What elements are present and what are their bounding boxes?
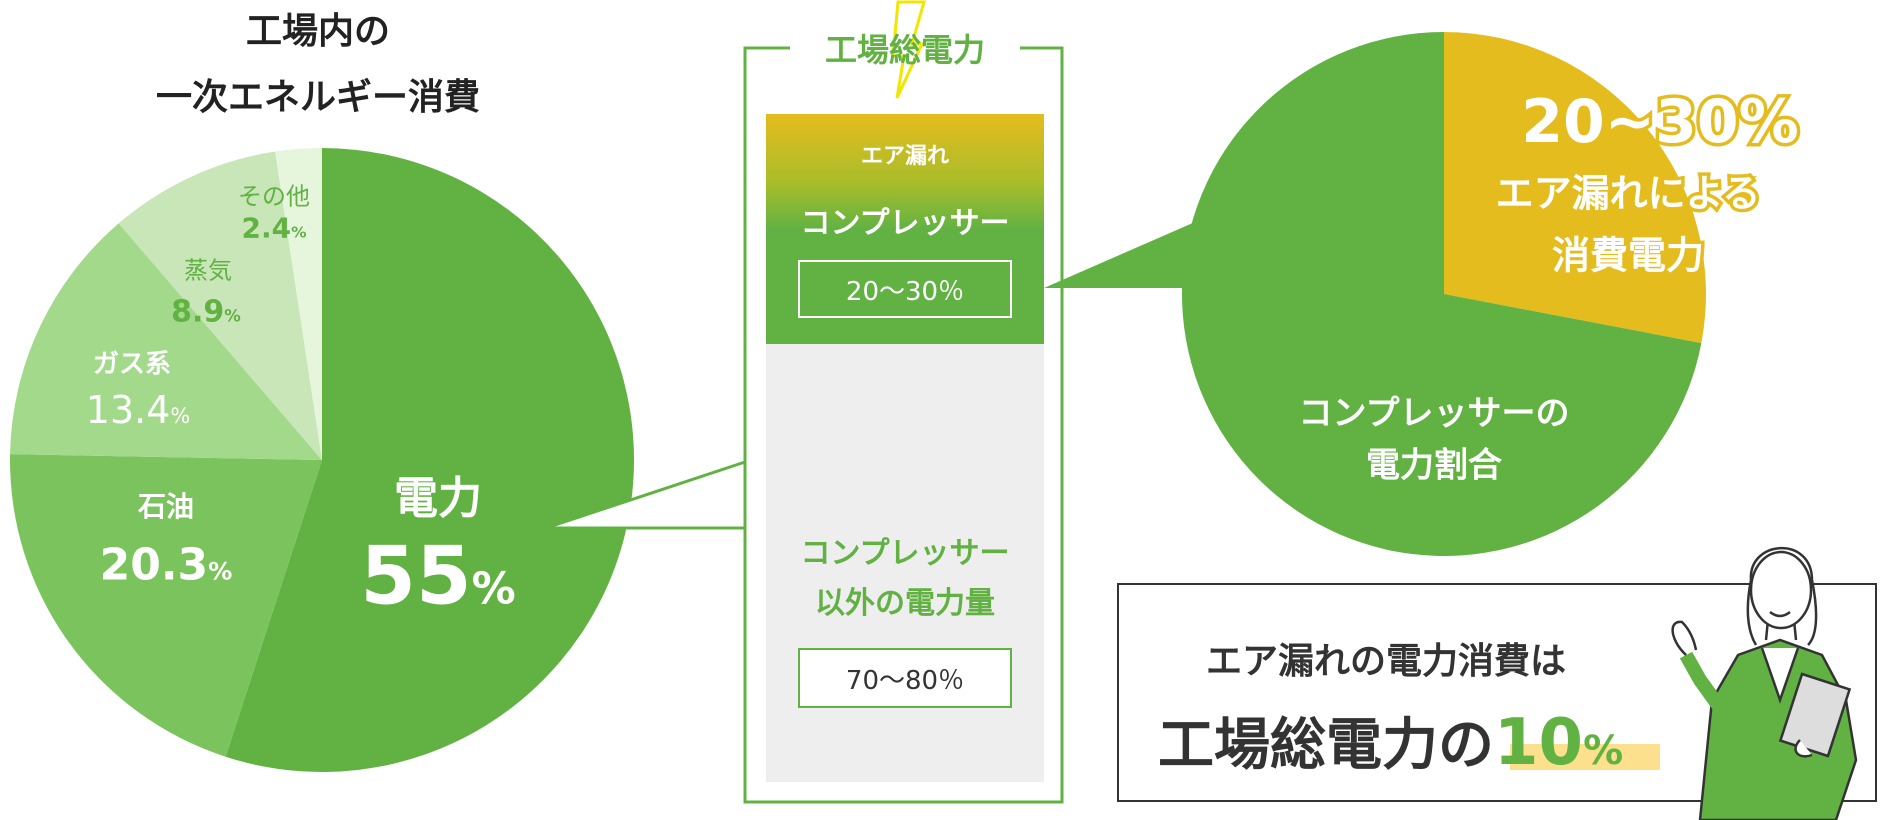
summary-line2: 工場総電力の10% — [1158, 700, 1623, 781]
left-pie-chart — [9, 148, 635, 772]
other-power-label-line1: コンプレッサー — [800, 536, 1010, 571]
highlight-bar — [1510, 744, 1660, 770]
other-power-label-line2: 以外の電力量 — [815, 586, 995, 621]
compressor-section — [766, 114, 1044, 344]
right-pie-chart — [1181, 32, 1707, 556]
lightning-icon — [891, 0, 926, 99]
compressor-share-line2: 電力割合 — [1366, 445, 1502, 486]
air-leak-label: エア漏れ — [860, 144, 950, 169]
middle-frame — [743, 46, 1064, 804]
left-pie-slice-2 — [10, 223, 323, 460]
right-pie-slice-0 — [1444, 32, 1707, 344]
left-callout-line — [545, 460, 746, 530]
air-leak-highlight-line1: エア漏れによる — [1492, 168, 1764, 219]
air-leak-highlight-value: 20~30% — [1518, 84, 1802, 161]
left-pie-slice-0 — [225, 148, 635, 772]
right-callout-wedge — [1044, 222, 1195, 288]
left-pie-slice-1 — [9, 454, 322, 757]
left-chart-title-line2: 一次エネルギー消費 — [155, 77, 481, 118]
left-pie-slice-3 — [118, 151, 323, 460]
air-leak-highlight-line2: 消費電力 — [1548, 230, 1707, 281]
summary-unit: % — [1583, 728, 1624, 774]
right-pie-slice-1 — [1181, 32, 1702, 556]
slice-label-steam: 蒸気 — [184, 256, 232, 285]
summary-line1: エア漏れの電力消費は — [1205, 641, 1567, 682]
slice-label-gas: ガス系 — [92, 349, 172, 380]
slice-label-other: その他 — [238, 182, 310, 211]
other-power-value-box: 70〜80％ — [798, 648, 1012, 708]
slice-value-steam: 8.9% — [171, 294, 241, 330]
slice-label-electricity: 電力 — [394, 473, 482, 524]
summary-value: 10 — [1494, 706, 1584, 780]
summary-prefix: 工場総電力の — [1158, 713, 1494, 778]
other-power-section — [766, 344, 1044, 782]
left-pie-slice-4 — [275, 148, 322, 460]
slice-value-oil: 20.3% — [99, 539, 233, 591]
slice-value-other: 2.4% — [241, 211, 307, 245]
slice-value-gas: 13.4% — [85, 388, 191, 432]
left-chart-title-line1: 工場内の — [245, 11, 391, 52]
slice-value-electricity: 55% — [360, 529, 516, 623]
slice-label-oil: 石油 — [137, 490, 195, 523]
compressor-value-box: 20〜30％ — [798, 260, 1012, 318]
compressor-share-line1: コンプレッサーの — [1298, 393, 1570, 434]
middle-box-title: 工場総電力 — [824, 31, 986, 69]
businesswoman-illustration — [1671, 546, 1858, 820]
compressor-label: コンプレッサー — [800, 206, 1010, 241]
